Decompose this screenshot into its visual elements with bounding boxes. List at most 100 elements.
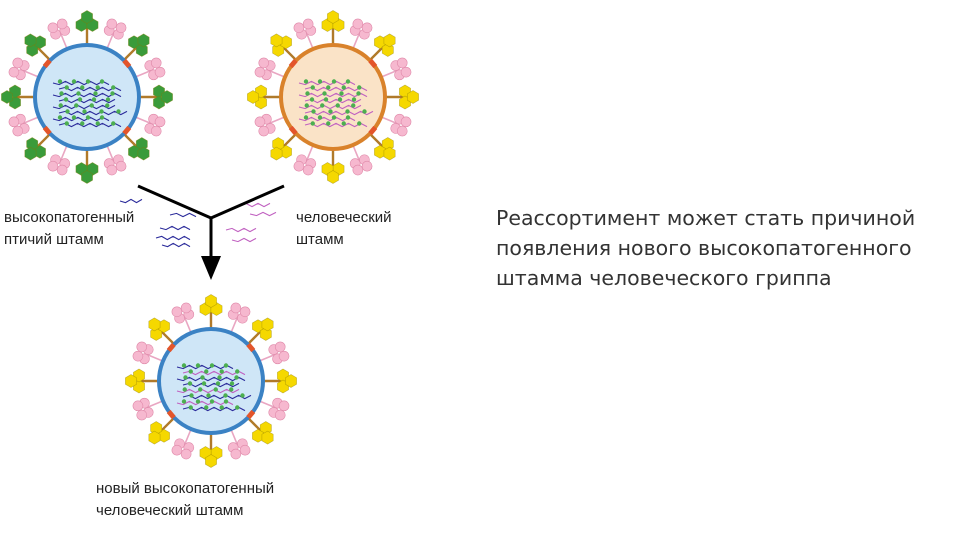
neuraminidase-icon	[103, 154, 127, 176]
rna-bead	[223, 399, 229, 404]
neuraminidase-icon	[349, 154, 373, 176]
rna-bead	[240, 393, 245, 398]
rna-bead	[71, 79, 77, 84]
rna-bead	[110, 91, 115, 96]
neuraminidase-icon	[349, 18, 373, 40]
hemagglutinin-icon	[128, 33, 150, 57]
rna-bead	[209, 363, 215, 368]
rna-strand	[119, 198, 143, 204]
hemagglutinin-icon	[321, 10, 345, 32]
rna-bead	[213, 387, 218, 392]
membrane-pore	[122, 125, 132, 136]
rna-strand	[176, 376, 246, 382]
hemagglutinin-icon	[374, 137, 396, 161]
rna-strand	[182, 406, 246, 412]
virion-envelope	[157, 327, 265, 435]
membrane-pore	[246, 342, 256, 353]
ha-stalk	[368, 45, 385, 62]
neuraminidase-icon	[47, 18, 71, 40]
rna-bead	[80, 121, 85, 126]
rna-bead	[65, 109, 70, 114]
rna-strand	[52, 80, 110, 86]
na-stalk	[230, 428, 239, 446]
rna-bead	[204, 369, 209, 374]
rna-strand	[58, 110, 128, 116]
rna-bead	[339, 91, 344, 96]
rna-bead	[351, 97, 357, 102]
neuraminidase-icon	[171, 438, 195, 460]
rna-bead	[311, 109, 316, 114]
neuraminidase-icon	[293, 18, 317, 40]
membrane-pore	[166, 342, 176, 353]
rna-bead	[198, 387, 203, 392]
rna-bead	[345, 115, 351, 120]
hemagglutinin-icon	[199, 446, 223, 468]
rna-bead	[229, 387, 234, 392]
rna-strand	[161, 242, 191, 248]
neuraminidase-icon	[254, 113, 276, 137]
neuraminidase-icon	[144, 113, 166, 137]
neuraminidase-icon	[227, 302, 251, 324]
membrane-pore	[246, 409, 256, 420]
rna-bead	[181, 363, 187, 368]
hemagglutinin-icon	[75, 162, 99, 184]
rna-strand	[304, 86, 368, 92]
na-stalk	[22, 116, 40, 125]
arrow-branch-right	[210, 184, 285, 220]
rna-bead	[223, 363, 229, 368]
ha-stalk	[159, 416, 176, 433]
rna-bead	[320, 103, 325, 108]
membrane-pore	[288, 125, 298, 136]
na-stalk	[258, 400, 276, 409]
hemagglutinin-icon	[247, 84, 267, 110]
neuraminidase-icon	[103, 18, 127, 40]
rna-bead	[99, 115, 105, 120]
rna-bead	[317, 79, 323, 84]
rna-bead	[204, 405, 209, 410]
ha-stalk	[122, 45, 139, 62]
hemagglutinin-icon	[270, 33, 292, 57]
rna-bead	[188, 405, 193, 410]
hemagglutinin-icon	[199, 294, 223, 316]
rna-bead	[235, 405, 240, 410]
membrane-pore	[288, 58, 298, 69]
rna-bead	[303, 115, 309, 120]
rna-bead	[215, 381, 221, 386]
rna-strand	[182, 370, 246, 376]
hemagglutinin-icon	[75, 10, 99, 32]
rna-strand	[169, 212, 197, 218]
rna-bead	[235, 369, 240, 374]
rna-strand	[298, 92, 368, 98]
arrow-head	[201, 256, 221, 280]
rna-bead	[209, 399, 215, 404]
hemagglutinin-icon	[148, 317, 170, 341]
ha-stalk	[122, 132, 139, 149]
hemagglutinin-icon	[270, 137, 292, 161]
rna-strand	[298, 104, 362, 110]
rna-bead	[63, 97, 69, 102]
rna-bead	[64, 85, 69, 90]
rna-strand	[182, 394, 252, 400]
rna-bead	[304, 103, 309, 108]
rna-strand	[52, 104, 116, 110]
rna-bead	[95, 85, 100, 90]
rna-bead	[310, 85, 315, 90]
rna-bead	[183, 375, 188, 380]
rna-strand	[159, 225, 191, 231]
na-stalk	[106, 32, 115, 50]
rna-bead	[82, 109, 87, 114]
rna-strand	[304, 110, 374, 116]
hemagglutinin-icon	[374, 33, 396, 57]
human-strain-label: человеческий штамм	[296, 209, 392, 248]
na-stalk	[146, 400, 164, 409]
na-stalk	[352, 32, 361, 50]
arrow-branch-left	[137, 184, 212, 220]
rna-bead	[326, 121, 331, 126]
na-stalk	[59, 144, 68, 162]
virion-envelope	[279, 43, 387, 151]
rna-bead	[80, 85, 85, 90]
virion-envelope	[33, 43, 141, 151]
neuraminidase-icon	[47, 154, 71, 176]
new-strain-label: новый высокопатогенный человеческий штам…	[96, 480, 275, 519]
